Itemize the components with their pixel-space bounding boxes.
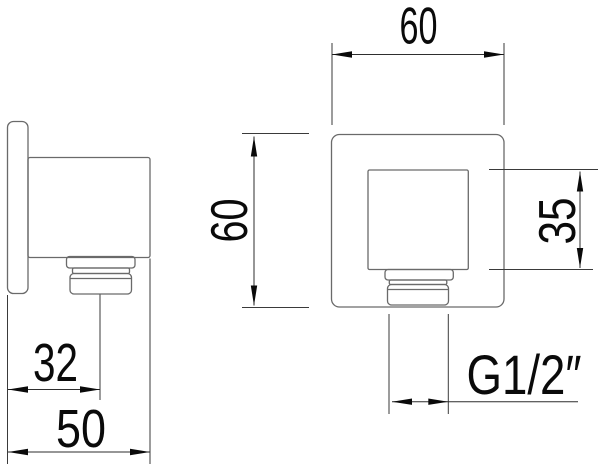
front-dim-label-width-60: 60 <box>400 0 438 56</box>
front-outlet-nut <box>386 283 450 306</box>
side-body <box>27 156 151 259</box>
side-outlet-collar <box>71 267 131 275</box>
front-wall-plate <box>330 133 505 308</box>
side-dim-label-50: 50 <box>56 399 106 459</box>
front-dim-label-35: 35 <box>529 198 587 245</box>
front-outlet-flange <box>384 268 454 281</box>
side-wall-plate <box>6 120 29 295</box>
front-dim-label-height-60: 60 <box>201 199 259 243</box>
front-view: 60 60 35 G1/2″ <box>201 0 598 414</box>
side-outlet-flange <box>65 255 136 269</box>
side-view: 32 50 <box>6 120 151 464</box>
front-body <box>367 169 469 271</box>
side-dim-label-32: 32 <box>33 333 78 393</box>
front-dim-label-thread: G1/2″ <box>467 343 582 406</box>
side-outlet-nut <box>69 272 133 295</box>
front-outlet-collar <box>388 279 448 286</box>
